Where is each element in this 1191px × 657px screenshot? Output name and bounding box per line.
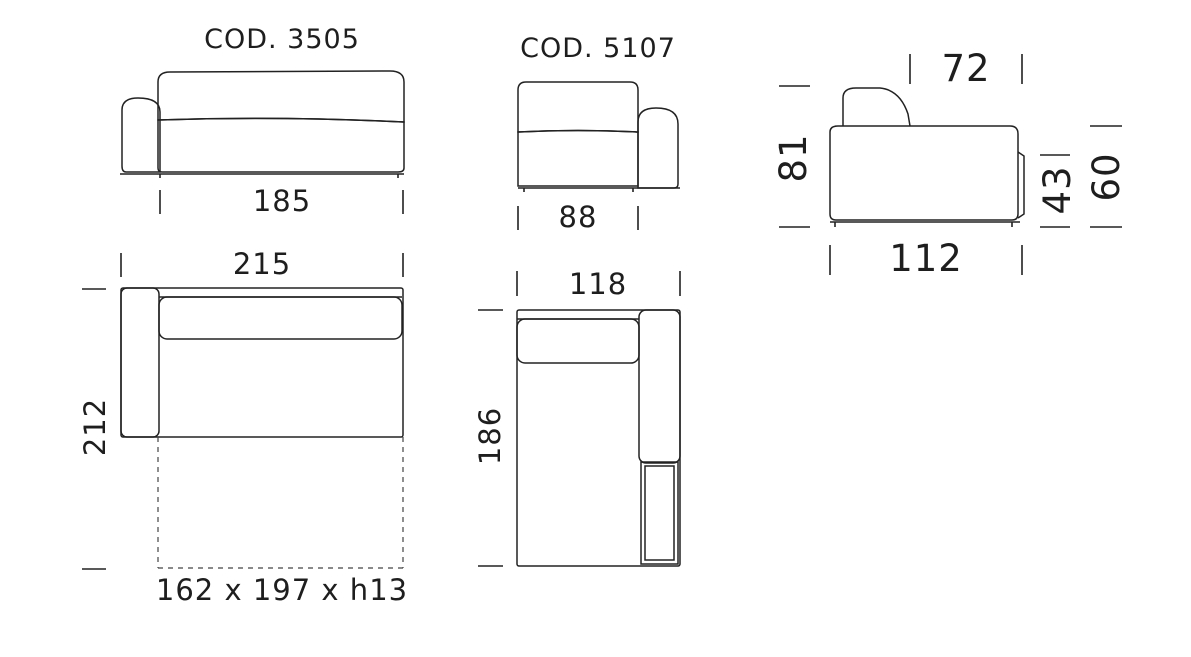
- chaise-front-width-label: 88: [559, 200, 598, 234]
- side-seat-depth-label: 72: [941, 47, 990, 90]
- bed-size-label: 162 x 197 x h13: [156, 573, 408, 607]
- side-body: [829, 125, 1019, 221]
- sofa-plan-outline: [120, 287, 404, 438]
- sofa-plan-width-label: 215: [233, 247, 291, 281]
- chaise-plan-depth-label: 186: [473, 407, 507, 465]
- side-arm-height-label: 60: [1085, 152, 1128, 201]
- chaise-front-view: COD. 5107 88: [517, 33, 680, 234]
- chaise-seat: [517, 129, 639, 187]
- sofa-armrest: [121, 97, 161, 173]
- sofa-plan-depth-label: 212: [78, 398, 112, 456]
- chaise-back-cushion: [517, 81, 639, 133]
- sofa-code-label: COD. 3505: [204, 24, 360, 55]
- sofa-plan-back-cushion: [158, 296, 403, 340]
- side-headrest: [842, 87, 911, 127]
- chaise-plan-side-box: [640, 461, 679, 565]
- sofa-plan-armrest: [120, 287, 160, 438]
- chaise-code-label: COD. 5107: [520, 33, 676, 64]
- side-total-height-label: 81: [772, 133, 815, 182]
- sofa-seat: [157, 117, 405, 173]
- chaise-plan-back-cushion: [516, 318, 640, 364]
- side-seat-height-label: 43: [1036, 165, 1079, 214]
- sofa-front-view: COD. 3505 185: [120, 24, 405, 218]
- side-view: 72 81 43 60 112: [772, 47, 1128, 280]
- sofa-plan-view: 215 212 162 x 197 x h13: [78, 247, 408, 607]
- chaise-plan-armrest: [638, 309, 681, 464]
- side-total-depth-label: 112: [889, 237, 963, 280]
- chaise-plan-view: 118 186: [473, 267, 681, 567]
- sofa-back-cushion: [157, 70, 405, 123]
- sofa-front-width-label: 185: [253, 184, 311, 218]
- chaise-plan-width-label: 118: [569, 267, 627, 301]
- chaise-armrest: [637, 107, 679, 189]
- chaise-plan-outline: [516, 309, 681, 567]
